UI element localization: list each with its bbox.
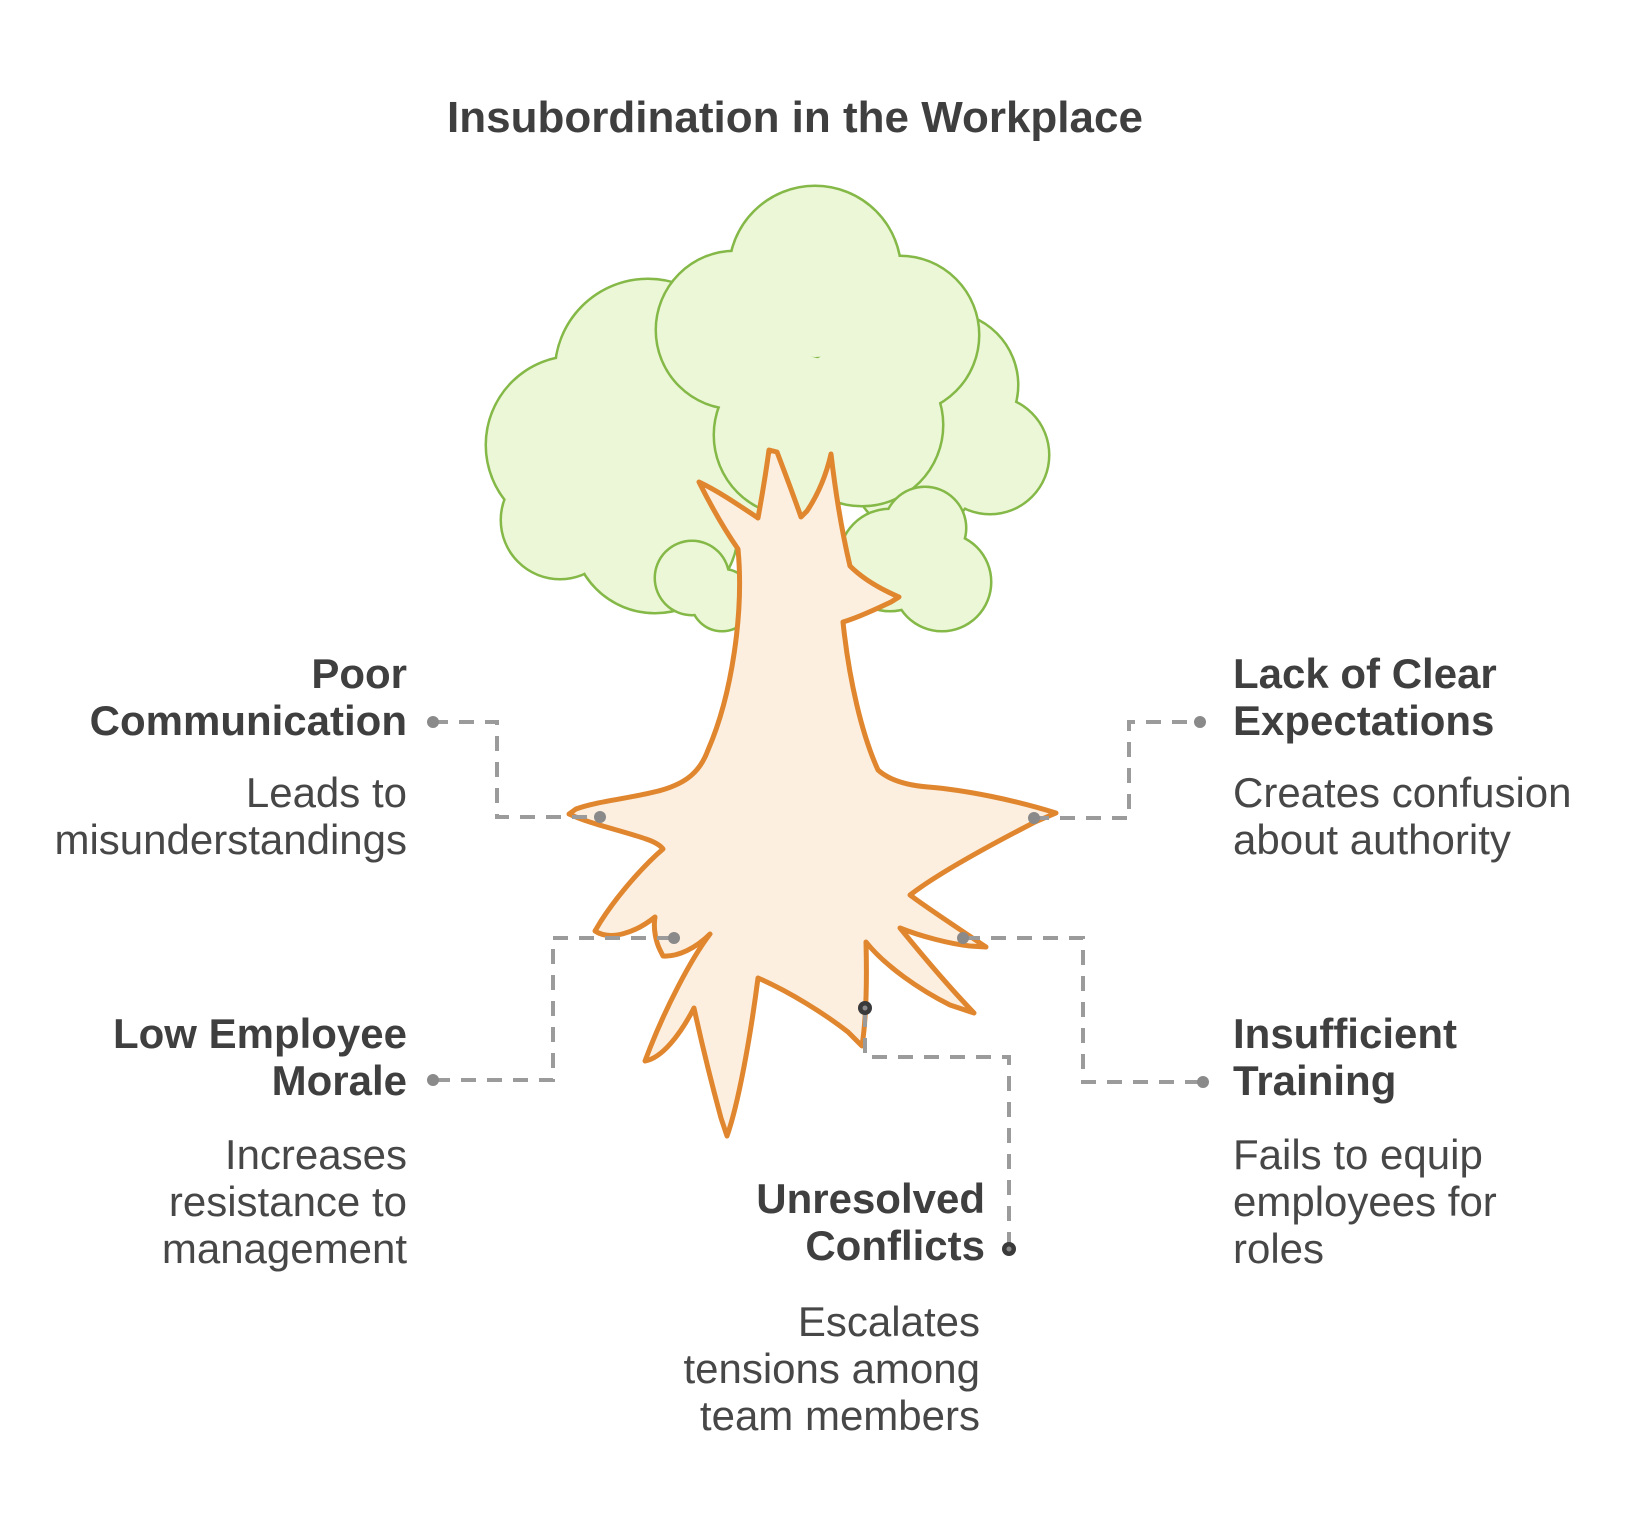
cause-title-lack-of-clear-expectations: Lack of Clear Expectations (1233, 650, 1623, 744)
cause-title-line: Unresolved (756, 1175, 985, 1222)
cause-desc-line: employees for (1233, 1178, 1497, 1225)
cause-title-line: Expectations (1233, 697, 1495, 744)
page-title: Insubordination in the Workplace (447, 93, 1143, 142)
cause-title-line: Lack of Clear (1233, 650, 1497, 697)
cause-desc-line: management (161, 1225, 407, 1272)
cause-title-line: Poor (311, 650, 407, 697)
cause-title-line: Training (1233, 1057, 1397, 1104)
cause-desc-line: Leads to (245, 769, 407, 816)
cause-title-line: Communication (89, 697, 407, 744)
cause-desc-line: misunderstandings (54, 816, 407, 863)
dot-unresolved-conflicts-root-center (862, 1005, 868, 1011)
cause-title-unresolved-conflicts: Unresolved Conflicts (560, 1175, 985, 1269)
cause-desc-line: tensions among (683, 1345, 980, 1392)
cause-desc-line: team members (699, 1392, 980, 1439)
cause-title-line: Insufficient (1233, 1010, 1458, 1057)
connector-lack-of-clear-expectations (1034, 720, 1196, 820)
cause-desc-unresolved-conflicts: Escalates tensions among team members (560, 1298, 980, 1439)
dot-low-morale-label (427, 1074, 439, 1086)
cause-desc-line: resistance to (168, 1178, 407, 1225)
cause-desc-line: Escalates (797, 1298, 980, 1345)
cause-desc-line: Creates confusion (1233, 769, 1572, 816)
cause-desc-poor-communication: Leads to misunderstandings (10, 769, 407, 863)
dot-lack-expectations-label (1194, 716, 1206, 728)
connector-dots (427, 716, 1209, 1256)
cause-title-line: Conflicts (805, 1222, 985, 1269)
connector-unresolved-conflicts (863, 1012, 1011, 1243)
cause-desc-line: Fails to equip (1233, 1131, 1483, 1178)
connector-lines (433, 720, 1199, 1243)
cause-desc-insufficient-training: Fails to equip employees for roles (1233, 1131, 1623, 1272)
cause-title-line: Low Employee (112, 1010, 407, 1057)
dot-poor-communication-root (594, 811, 606, 823)
dot-insufficient-training-root (957, 932, 969, 944)
cause-desc-line: about authority (1233, 816, 1511, 863)
dot-low-morale-root (668, 932, 680, 944)
cause-title-low-employee-morale: Low Employee Morale (10, 1010, 407, 1104)
dot-poor-communication-label (427, 716, 439, 728)
connector-low-employee-morale (437, 936, 672, 1082)
dot-insufficient-training-label (1197, 1076, 1209, 1088)
cause-desc-line: Increases (224, 1131, 407, 1178)
dot-unresolved-conflicts-label-center (1006, 1246, 1012, 1252)
connector-poor-communication (433, 720, 596, 819)
cause-title-line: Morale (271, 1057, 407, 1104)
connector-insufficient-training (965, 936, 1199, 1084)
cause-desc-low-employee-morale: Increases resistance to management (10, 1131, 407, 1272)
dot-lack-expectations-root (1028, 812, 1040, 824)
cause-title-poor-communication: Poor Communication (10, 650, 407, 744)
cause-desc-line: roles (1233, 1225, 1325, 1272)
tree-trunk-and-roots (566, 447, 1059, 1139)
cause-title-insufficient-training: Insufficient Training (1233, 1010, 1623, 1104)
cause-desc-lack-of-clear-expectations: Creates confusion about authority (1233, 769, 1623, 863)
